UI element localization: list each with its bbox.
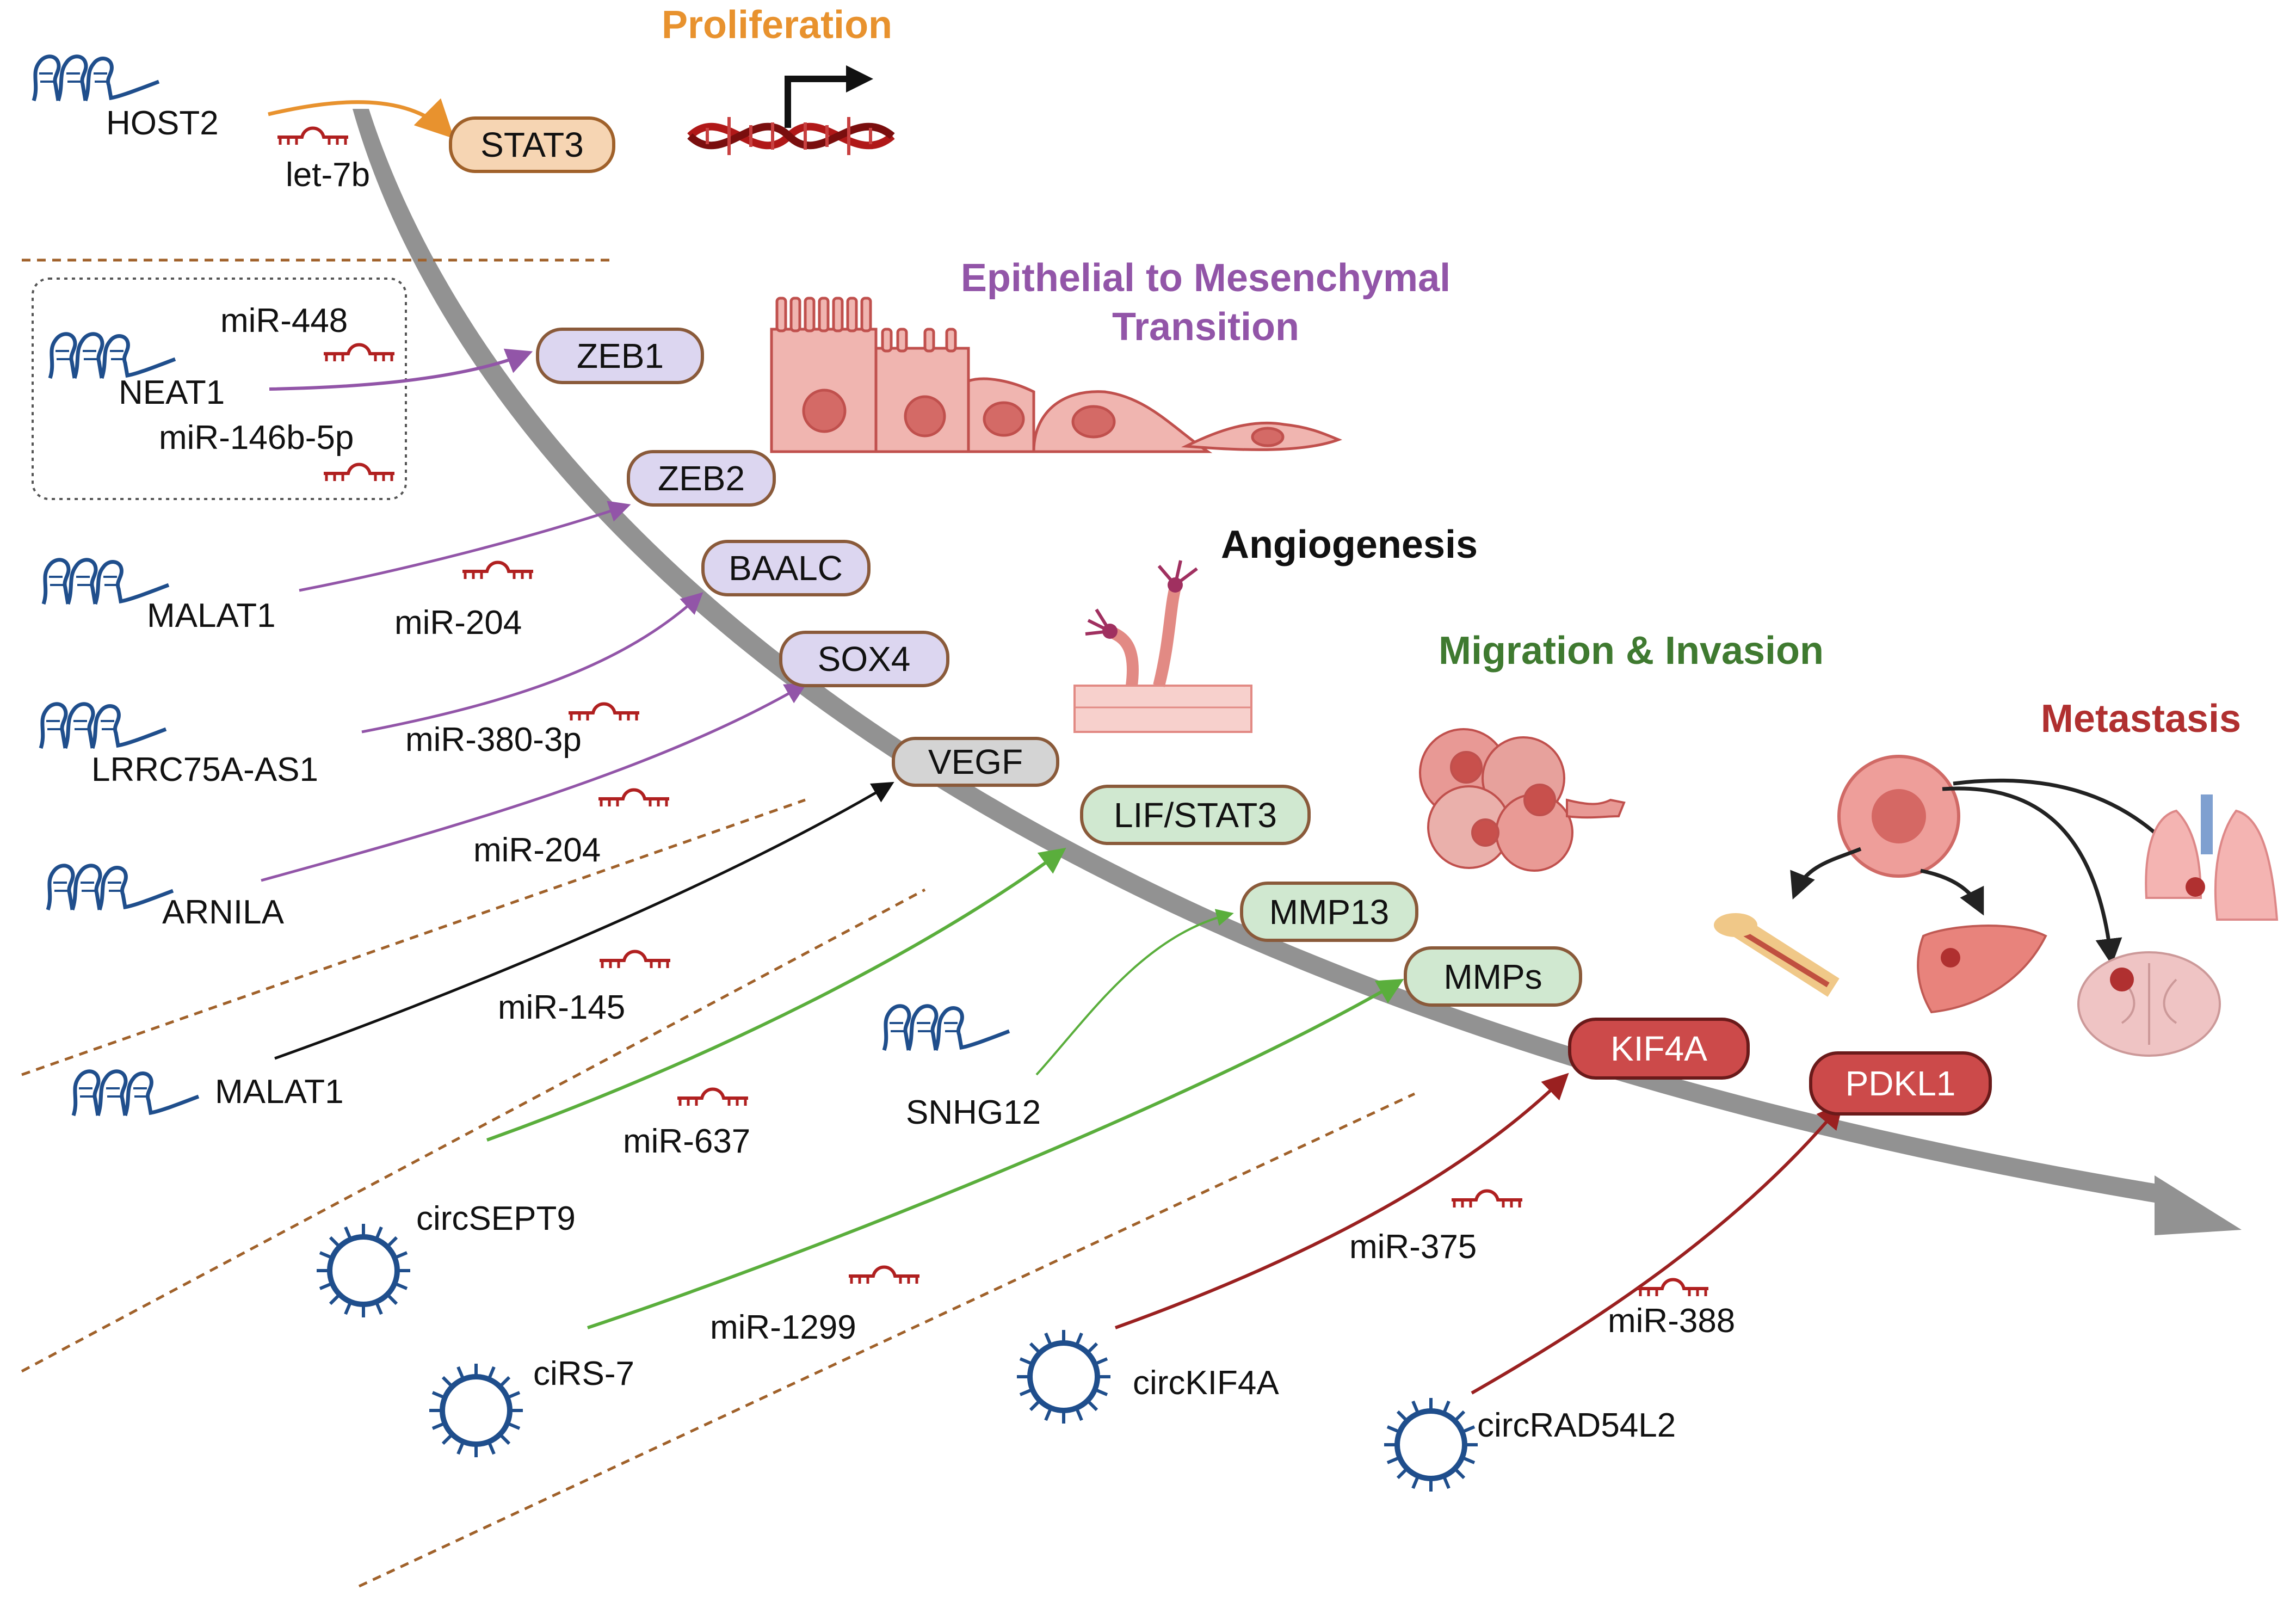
circsept9-circrna-icon <box>317 1224 410 1317</box>
node-vegf-label: VEGF <box>928 742 1023 781</box>
label-malat1-b: MALAT1 <box>215 1073 344 1111</box>
label-circkif4a: circKIF4A <box>1133 1364 1279 1402</box>
label-mir388: miR-388 <box>1608 1302 1735 1340</box>
mir204-a-mirna-icon <box>462 563 533 580</box>
arrow-circrad54l2-pdkl1 <box>1471 1102 1843 1395</box>
mir375-mirna-icon <box>1452 1191 1522 1208</box>
arrow-snhg12-mmp13 <box>1035 909 1234 1076</box>
label-cirs7: ciRS-7 <box>533 1355 634 1393</box>
title-emt-line2: Transition <box>1112 305 1299 349</box>
let7b-mirna-icon <box>277 128 348 145</box>
node-mmps-label: MMPs <box>1443 957 1542 996</box>
label-mir448: miR-448 <box>220 302 348 340</box>
label-mir146b: miR-146b-5p <box>159 419 354 457</box>
arnila-rna-icon <box>48 866 173 910</box>
neat1-rna-icon <box>50 334 175 378</box>
node-pdkl1: PDKL1 <box>1809 1051 1992 1116</box>
arrow-circkif4a-kif4a <box>1114 1073 1569 1329</box>
node-baalc-label: BAALC <box>729 549 843 588</box>
circrad54l2-circrna-icon <box>1384 1398 1478 1492</box>
mir1299-mirna-icon <box>849 1267 919 1284</box>
label-mir145: miR-145 <box>498 989 625 1026</box>
node-zeb2-label: ZEB2 <box>658 459 745 498</box>
mir146b-mirna-icon <box>324 465 394 482</box>
title-angiogenesis: Angiogenesis <box>1221 523 1478 566</box>
label-lrrc75a: LRRC75A-AS1 <box>91 751 318 788</box>
stage-separators <box>21 258 1416 1588</box>
node-stat3-label: STAT3 <box>480 125 584 164</box>
title-migration: Migration & Invasion <box>1439 629 1824 673</box>
mir380-mirna-icon <box>569 704 639 721</box>
node-pdkl1-label: PDKL1 <box>1846 1064 1956 1103</box>
angiogenesis-vessel-illustration <box>1073 560 1252 733</box>
node-zeb2: ZEB2 <box>627 450 776 507</box>
node-kif4a: KIF4A <box>1568 1018 1750 1080</box>
dna-transcription-icon <box>687 65 895 155</box>
arrow-malat1-vegf <box>274 781 894 1060</box>
node-sox4: SOX4 <box>779 631 949 687</box>
title-proliferation: Proliferation <box>662 3 892 47</box>
node-zeb1: ZEB1 <box>536 328 704 384</box>
label-mir375: miR-375 <box>1349 1228 1477 1266</box>
label-circrad54l2: circRAD54L2 <box>1477 1407 1676 1444</box>
arrow-circsept9-lif <box>486 847 1066 1142</box>
circkif4a-circrna-icon <box>1017 1330 1110 1424</box>
label-mir1299: miR-1299 <box>710 1309 856 1346</box>
node-mmps: MMPs <box>1404 946 1582 1007</box>
label-mir204-b: miR-204 <box>473 831 601 869</box>
neat1-group-box <box>32 278 407 500</box>
label-malat1-a: MALAT1 <box>147 597 276 634</box>
node-zeb1-label: ZEB1 <box>577 336 664 375</box>
label-host2: HOST2 <box>106 104 219 142</box>
node-kif4a-label: KIF4A <box>1610 1029 1707 1068</box>
migration-cells-illustration <box>1419 728 1626 872</box>
title-emt-line1: Epithelial to Mesenchymal <box>961 256 1451 300</box>
node-mmp13-label: MMP13 <box>1269 892 1390 932</box>
emt-cells-illustration <box>770 297 1342 453</box>
arrow-neat1-zeb1 <box>269 348 533 391</box>
arrow-arnila-sox4 <box>261 682 807 882</box>
lrrc75a-rna-icon <box>41 704 166 748</box>
mir637-mirna-icon <box>677 1089 748 1106</box>
node-baalc: BAALC <box>701 540 871 596</box>
title-metastasis: Metastasis <box>2041 697 2241 741</box>
arrow-cirs7-mmps <box>587 978 1404 1329</box>
arrow-malat1-zeb2 <box>299 501 631 592</box>
node-vegf: VEGF <box>892 737 1059 787</box>
node-lif-stat3: LIF/STAT3 <box>1080 785 1311 845</box>
label-mir637: miR-637 <box>623 1123 750 1160</box>
mir448-mirna-icon <box>324 345 394 362</box>
mir204-b-mirna-icon <box>598 790 669 807</box>
node-sox4-label: SOX4 <box>818 639 911 679</box>
label-circsept9: circSEPT9 <box>416 1200 576 1237</box>
label-mir204-a: miR-204 <box>394 604 522 642</box>
host2-rna-icon <box>34 57 159 101</box>
arrow-host2-stat3 <box>268 98 454 139</box>
mir145-mirna-icon <box>600 952 670 969</box>
malat1-b-rna-icon <box>73 1071 199 1116</box>
metastasis-illustration <box>1714 755 2279 1057</box>
snhg12-rna-icon <box>884 1006 1009 1050</box>
arrow-lrrc75a-baalc <box>361 592 703 734</box>
node-stat3: STAT3 <box>449 116 615 173</box>
label-let7b: let-7b <box>286 156 370 194</box>
cirs7-circrna-icon <box>429 1364 523 1457</box>
label-snhg12: SNHG12 <box>906 1094 1041 1131</box>
label-mir380: miR-380-3p <box>405 721 582 759</box>
node-lif-stat3-label: LIF/STAT3 <box>1114 796 1277 835</box>
label-neat1: NEAT1 <box>119 374 225 411</box>
label-arnila: ARNILA <box>162 894 285 931</box>
node-mmp13: MMP13 <box>1240 882 1418 942</box>
